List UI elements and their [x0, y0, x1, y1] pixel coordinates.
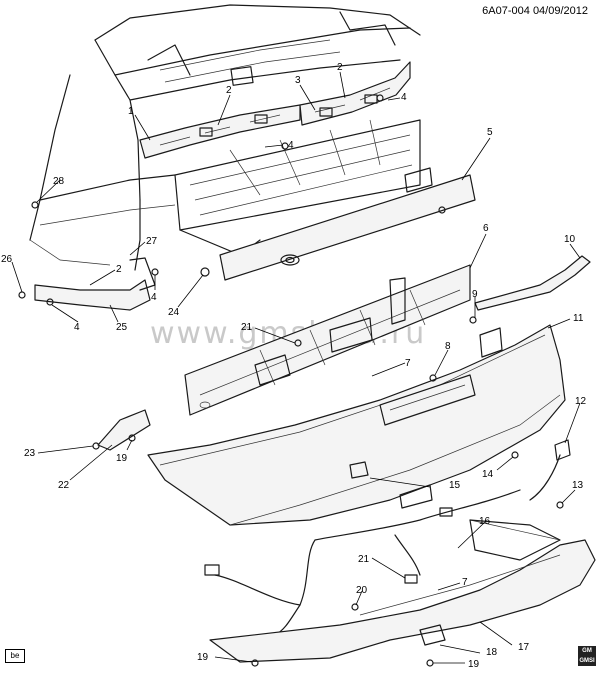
callout-label: 19: [468, 659, 480, 670]
callout-label: 4: [151, 292, 157, 303]
callout-label: 21: [241, 322, 253, 333]
callout-label: 3: [295, 75, 301, 86]
callout-label: 5: [487, 127, 493, 138]
callout-label: 15: [449, 480, 461, 491]
callout-label: 17: [518, 642, 530, 653]
callout-label: 4: [288, 140, 294, 151]
callout-label: 6: [483, 223, 489, 234]
callout-label: 19: [197, 652, 209, 663]
callout-label: 1: [128, 106, 134, 117]
vehicle-body: [29, 4, 421, 271]
callout-label: 2: [116, 264, 122, 275]
callout-label: 4: [401, 92, 407, 103]
callout-label: 10: [564, 234, 576, 245]
left-side-bracket: [34, 257, 156, 311]
impact-bar: [219, 167, 476, 281]
callout-label: 19: [116, 453, 128, 464]
callout-label: 11: [573, 313, 584, 324]
callout-label: 24: [168, 307, 180, 318]
callout-label: 20: [356, 585, 368, 596]
gm-logo-sub: GMSI: [579, 658, 595, 664]
callout-label: 16: [479, 516, 491, 527]
gm-logo-text: GM: [582, 648, 592, 654]
bumper-fascia: [147, 324, 566, 526]
leader-lines: [11, 71, 581, 664]
callout-label: 8: [445, 341, 451, 352]
header-label: 6A07-004 04/09/2012: [482, 5, 588, 17]
callout-label: 4: [74, 322, 80, 333]
callout-label: 7: [462, 577, 468, 588]
callout-label: 25: [116, 322, 128, 333]
upper-bracket-left: [139, 104, 301, 159]
gm-logo: GM GMSI: [578, 646, 596, 666]
callout-label: 2: [226, 85, 232, 96]
callout-label: 13: [572, 480, 584, 491]
energy-absorber: [184, 264, 471, 416]
callout-label: 14: [482, 469, 494, 480]
callout-labels: 1 2 3 2 4 4 5 6 10 28 27 26 2 4 24 25 4 …: [1, 62, 587, 670]
callout-label: 7: [405, 358, 411, 369]
callout-label: 27: [146, 236, 158, 247]
side-bracket: [97, 409, 151, 451]
wiring-clip: [529, 439, 571, 501]
callout-label: 18: [486, 647, 498, 658]
callout-label: 23: [24, 448, 36, 459]
diagram-code: 6A07-004: [482, 5, 530, 17]
callout-label: 2: [337, 62, 343, 73]
callout-label: 9: [472, 289, 478, 300]
lower-valance: [209, 519, 596, 663]
callout-label: 22: [58, 480, 70, 491]
callout-label: 21: [358, 554, 370, 565]
trim-molding: [474, 255, 591, 311]
upper-bracket-right: [299, 61, 411, 126]
diagram-date: 04/09/2012: [532, 5, 588, 17]
callout-label: 28: [53, 176, 65, 187]
callout-label: 12: [575, 396, 587, 407]
callout-label: 26: [1, 254, 13, 265]
badge-be: be: [5, 649, 25, 663]
